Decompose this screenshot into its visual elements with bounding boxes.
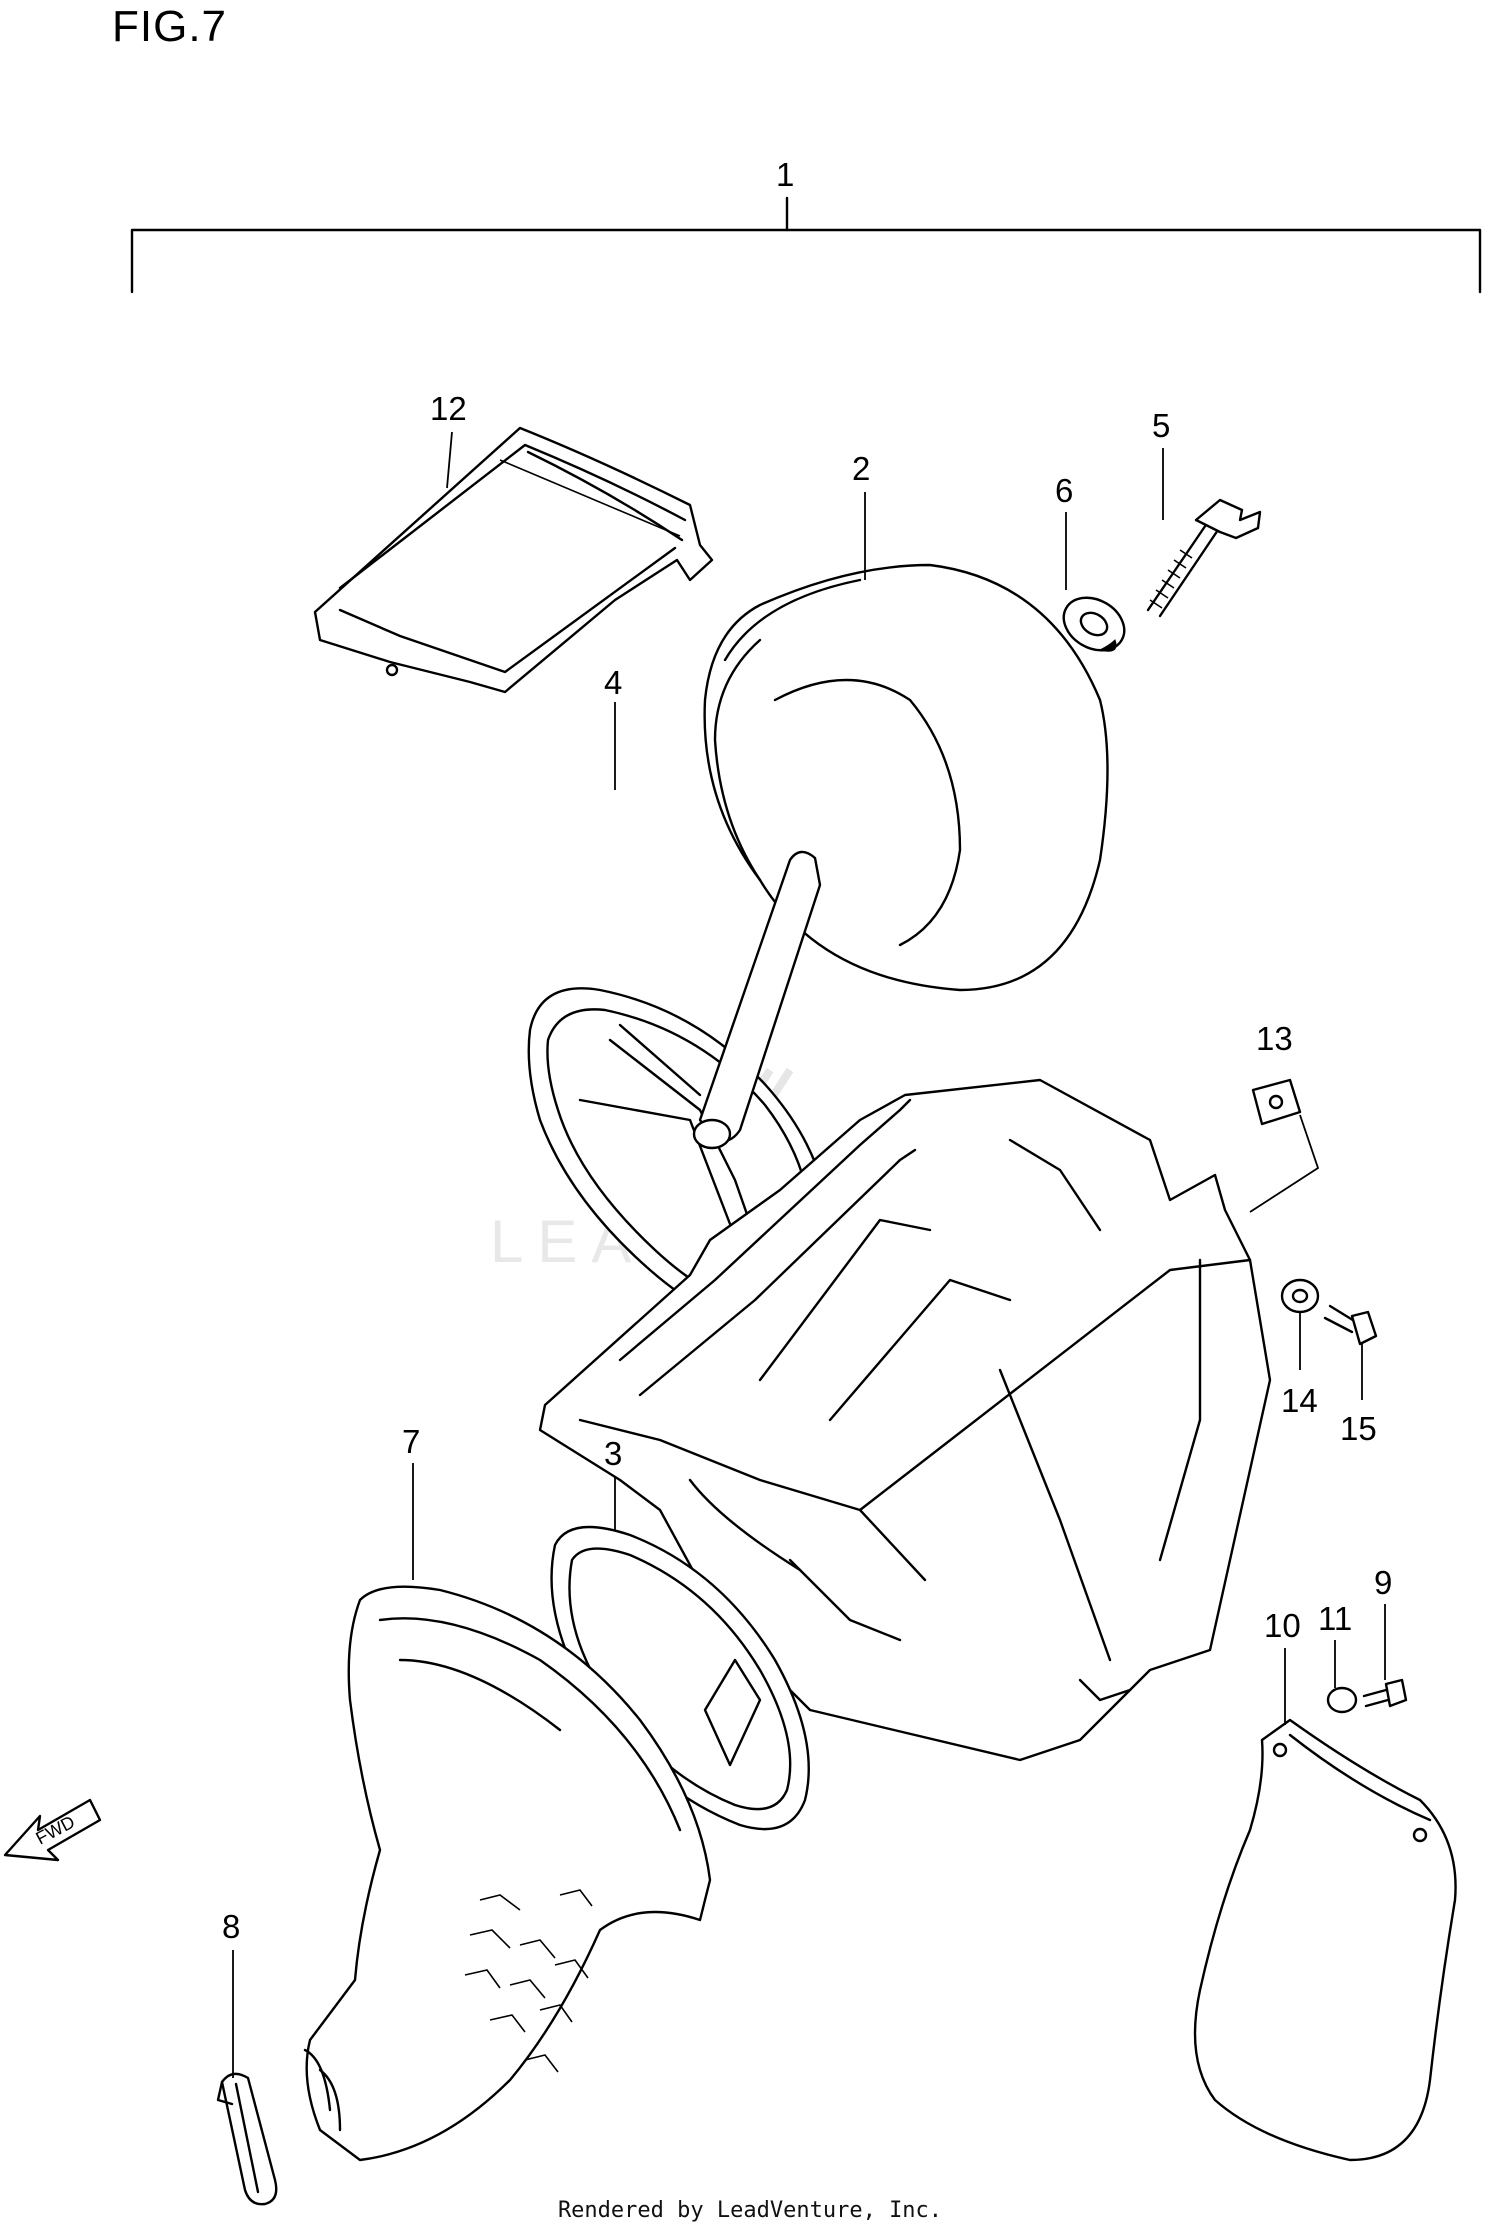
callout-labels: 1 2 3 4 5 6 7 8 9 10 11 12 13 14 15 xyxy=(222,156,1392,1945)
callout-5: 5 xyxy=(1152,407,1170,444)
part-8-clamp xyxy=(216,2072,278,2206)
render-credit: Rendered by LeadVenture, Inc. xyxy=(557,2198,943,2223)
part-2-filter-element xyxy=(703,563,1109,992)
part-6-washer xyxy=(1062,596,1126,652)
assembly-bracket xyxy=(130,196,1482,294)
callout-9: 9 xyxy=(1374,1564,1392,1601)
figure-title: FIG.7 xyxy=(112,2,228,51)
callout-11: 11 xyxy=(1318,1600,1352,1637)
callout-12: 12 xyxy=(430,390,467,427)
callout-8: 8 xyxy=(222,1908,240,1945)
part-11-collar xyxy=(1326,1686,1358,1714)
leader-lines xyxy=(232,431,1386,2078)
callout-3: 3 xyxy=(604,1435,622,1472)
callout-13: 13 xyxy=(1256,1020,1293,1057)
part-9-screw xyxy=(1362,1678,1408,1708)
part-13-clip-nut xyxy=(1249,1078,1320,1213)
callout-6: 6 xyxy=(1055,472,1073,509)
part-12-cover xyxy=(313,426,714,694)
callout-10: 10 xyxy=(1264,1607,1301,1644)
part-7-intake-boot xyxy=(303,1585,712,2162)
part-5-wing-bolt xyxy=(1146,498,1262,618)
callout-4: 4 xyxy=(604,664,622,701)
part-15-bolt xyxy=(1323,1304,1378,1346)
callout-14: 14 xyxy=(1281,1382,1318,1419)
part-10-side-cover xyxy=(1193,1718,1457,2162)
part-14-collar xyxy=(1280,1278,1320,1314)
fwd-direction-marker: FWD xyxy=(3,1798,102,1862)
callout-15: 15 xyxy=(1340,1410,1377,1447)
callout-2: 2 xyxy=(852,450,870,487)
callout-7: 7 xyxy=(402,1423,420,1460)
callout-1: 1 xyxy=(776,156,794,193)
air-box-housing xyxy=(538,1078,1272,1762)
